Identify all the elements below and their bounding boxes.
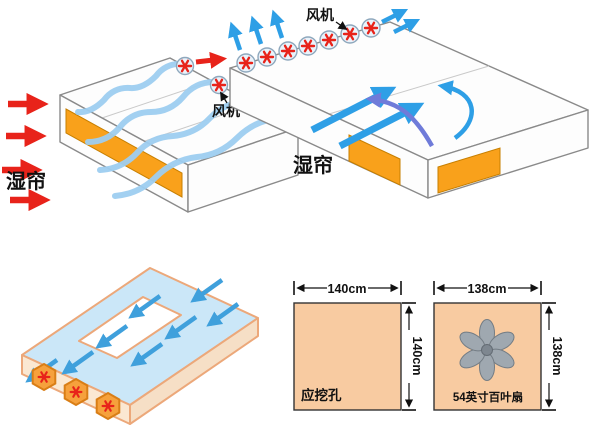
building2-pad-label: 湿帘 <box>293 153 333 177</box>
cutout-square: 140cm 140cm 应挖孔 <box>293 281 424 411</box>
building2-interior-arrows <box>310 80 474 150</box>
building2: 风机 湿帘 <box>228 7 589 199</box>
fan-icon <box>175 56 195 76</box>
building2-fan-label: 风机 <box>306 7 334 23</box>
louver-fan-square: 138cm 138cm 54英寸百叶扇 <box>433 281 564 411</box>
cutout-panel <box>293 302 402 411</box>
louver-fan-blades-icon <box>459 319 515 381</box>
louver-fan-caption: 54英寸百叶扇 <box>453 390 523 404</box>
fan-icon <box>319 30 339 50</box>
building1-wet-pad <box>65 108 183 198</box>
building2-fan-pointer <box>335 21 348 31</box>
hex-fan-icon <box>31 362 57 392</box>
hex-fan-icon <box>95 391 121 421</box>
fan-icon <box>236 53 256 73</box>
building2-wet-pad-right <box>437 147 501 194</box>
building2-wet-pad-left <box>348 134 401 186</box>
building1-pad-label: 湿帘 <box>6 169 46 193</box>
building1-fan-pointer <box>220 91 229 104</box>
cutout-width-label: 140cm <box>328 282 367 296</box>
box-fans <box>31 362 121 421</box>
fan-icon <box>298 36 318 56</box>
brooder-box <box>21 267 259 425</box>
cutout-caption: 应挖孔 <box>301 387 342 403</box>
fan-icon <box>278 41 298 61</box>
building1-air-streams <box>75 60 281 199</box>
fan-icon <box>209 75 229 95</box>
box-right-wall <box>129 317 259 425</box>
louver-width-label: 138cm <box>468 282 507 296</box>
building2-fans <box>236 18 381 73</box>
cutout-height-label: 140cm <box>410 337 424 376</box>
fan-icon <box>361 18 381 38</box>
building2-exhaust-arrows <box>228 8 421 51</box>
hex-fan-icon <box>63 377 89 407</box>
building1-inlet-arrows <box>2 92 51 212</box>
box-air-arrows <box>25 278 240 383</box>
building1-end-wall <box>187 127 299 213</box>
fan-icon <box>257 47 277 67</box>
louver-height-label: 138cm <box>550 337 564 376</box>
